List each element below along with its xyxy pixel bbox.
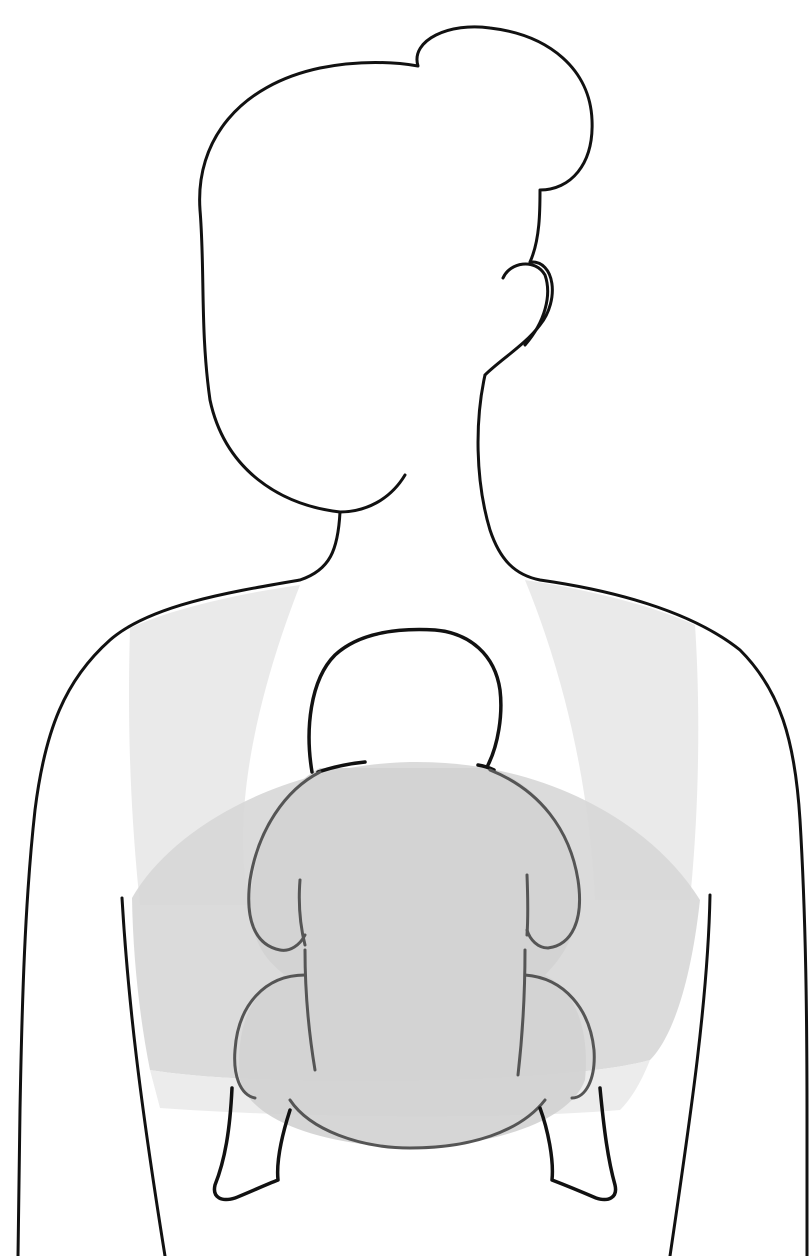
adult-ear (503, 264, 548, 345)
adult-head (200, 27, 592, 512)
baby-right-arm-line (527, 875, 528, 935)
baby-figure (214, 630, 615, 1200)
baby-head (309, 630, 501, 772)
adult-jaw (340, 475, 405, 512)
baby-body-fill (239, 768, 586, 1148)
